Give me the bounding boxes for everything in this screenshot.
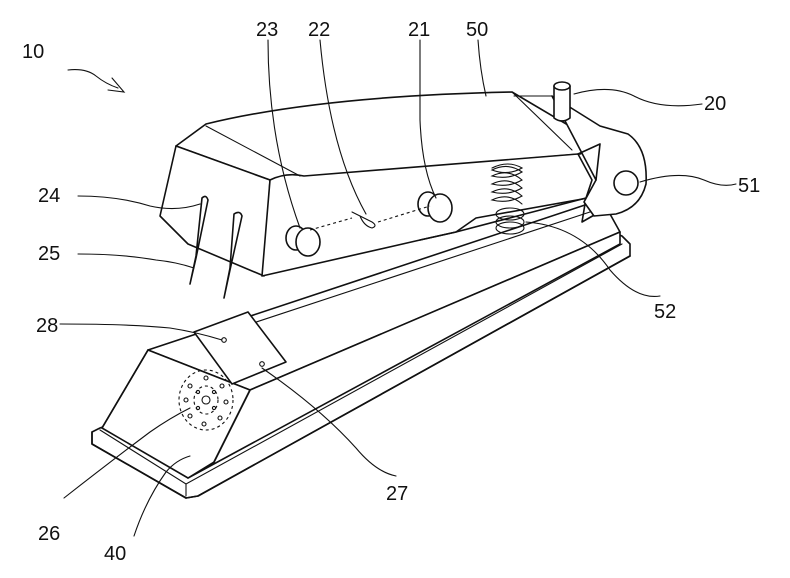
hinge-pin-51 xyxy=(613,170,639,196)
button-21 xyxy=(417,191,453,223)
label-23: 23 xyxy=(256,19,278,41)
label-28: 28 xyxy=(36,315,58,337)
plate-28 xyxy=(193,311,287,385)
needles-24-25 xyxy=(189,195,243,299)
label-25: 25 xyxy=(38,243,60,265)
label-22: 22 xyxy=(308,19,330,41)
label-50: 50 xyxy=(466,19,488,41)
clip-22 xyxy=(351,211,376,229)
label-10: 10 xyxy=(22,41,44,63)
label-26: 26 xyxy=(38,523,60,545)
post-20 xyxy=(553,81,571,122)
leader-lines xyxy=(59,39,737,537)
label-20: 20 xyxy=(704,93,726,115)
label-27: 27 xyxy=(386,483,408,505)
button-23 xyxy=(285,225,321,257)
label-24: 24 xyxy=(38,185,60,207)
spring-52 xyxy=(490,163,525,235)
label-52: 52 xyxy=(654,301,676,323)
label-21: 21 xyxy=(408,19,430,41)
label-51: 51 xyxy=(738,175,760,197)
reference-labels: 10 20 21 22 23 24 25 26 27 28 40 50 51 5… xyxy=(22,19,760,565)
label-40: 40 xyxy=(104,543,126,565)
hinge-block xyxy=(551,95,647,217)
speaker-grill-26 xyxy=(178,369,234,431)
